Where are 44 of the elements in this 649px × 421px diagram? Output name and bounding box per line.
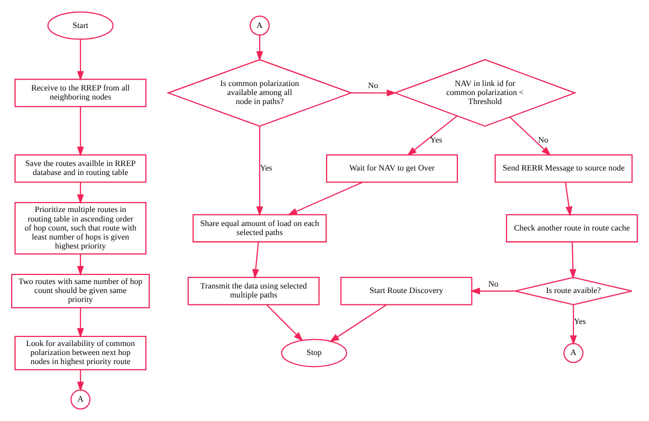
arrow <box>77 308 84 338</box>
arrow <box>564 182 572 216</box>
node-diamond: NAV in link id for common polarization < Threshold <box>393 59 577 127</box>
node-diamond: Is route avaible? <box>514 276 632 306</box>
edge-label: Yes <box>574 317 586 326</box>
node-box: Wait for NAV to get Over <box>326 154 458 183</box>
node-box: Look for availability of common polarization between next hop nodes in highest priority route <box>14 336 146 370</box>
arrow <box>266 304 304 342</box>
node-circle: A <box>563 343 584 364</box>
arrow <box>470 288 515 294</box>
arrow <box>256 35 264 62</box>
arrow <box>256 126 264 216</box>
node-ellipse: Start <box>47 11 114 40</box>
arrow <box>77 254 84 276</box>
arrow <box>77 182 84 204</box>
edge-label: No <box>488 279 498 288</box>
node-circle: A <box>70 390 90 410</box>
node-box: Two routes with same number of hop count should be given same priority <box>11 274 150 308</box>
edge-label: Yes <box>260 164 272 173</box>
arrow <box>570 304 577 346</box>
node-box: Start Route Discovery <box>340 276 472 306</box>
arrow <box>351 89 397 96</box>
arrow <box>329 304 387 342</box>
arrow <box>569 242 576 280</box>
node-box: Transmit the data using selected multiple paths <box>188 276 320 306</box>
node-box: Prioritize multiple routes in routing table in ascending order of hop count, such that route with least number of hops is given highest priority <box>14 202 146 255</box>
arrow <box>252 242 260 279</box>
arrow <box>406 115 458 156</box>
node-ellipse: Stop <box>281 338 348 368</box>
arrow <box>509 116 552 156</box>
node-box: Send RERR Message to source node <box>494 154 633 183</box>
node-box: Save the routes availble in RREP database and in routing table <box>14 154 146 183</box>
arrow <box>77 39 84 81</box>
node-box: Check another route in route cache <box>506 214 638 242</box>
arrow <box>77 370 84 392</box>
node-box: Receive to the RREP from all neighboring nodes <box>14 78 146 108</box>
edge-label: No <box>538 136 548 145</box>
arrow <box>287 182 363 216</box>
node-diamond: Is common polarization available among all node in paths? <box>166 59 353 127</box>
arrow <box>77 106 84 156</box>
node-circle: A <box>250 16 270 36</box>
edge-label: No <box>368 81 378 90</box>
node-box: Share equal amount of load on each selected paths <box>192 214 327 242</box>
edge-label: Yes <box>430 136 442 145</box>
